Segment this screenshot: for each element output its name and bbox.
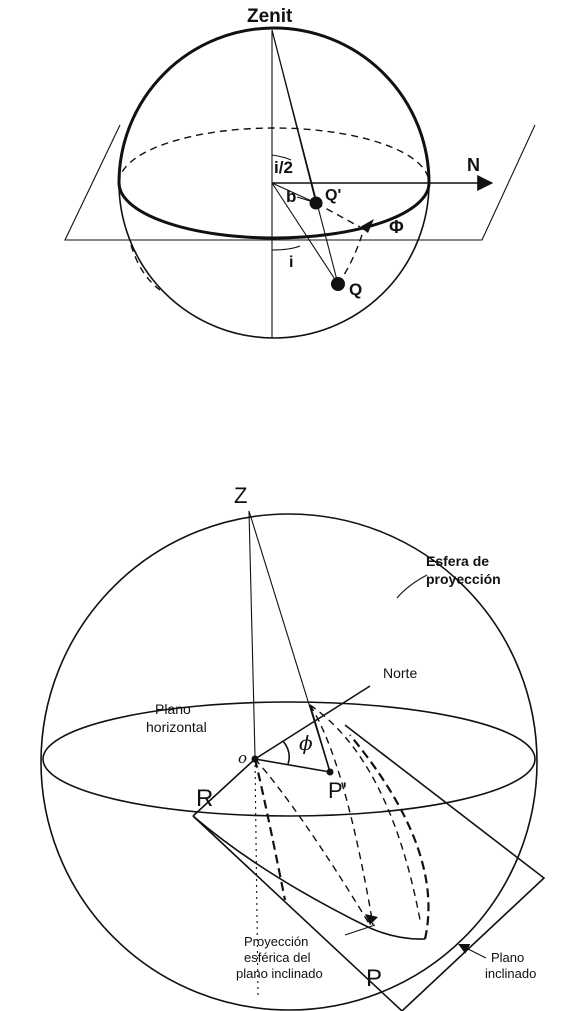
equator-front — [117, 182, 431, 240]
point-q — [331, 277, 345, 291]
projection-leader — [344, 924, 376, 936]
ray-3 — [309, 704, 374, 926]
phi-label: ϕ — [299, 731, 313, 755]
horizontal-plane — [64, 124, 536, 241]
qprime-to-phi — [315, 202, 361, 228]
north-to-pprime — [309, 704, 331, 773]
sphere-hidden-left — [130, 244, 161, 291]
i-angle-arc — [271, 245, 301, 251]
zenith-to-qprime — [271, 29, 317, 204]
p-label: P — [366, 965, 382, 992]
north-label: Norte — [383, 665, 417, 681]
inclined-label-1: Plano — [491, 950, 524, 965]
half-angle-label: i/2 — [274, 158, 293, 177]
b-label: b — [286, 187, 296, 206]
zenith-label: Zenit — [247, 6, 293, 27]
projection-back — [349, 734, 430, 940]
sphere-leader — [396, 574, 428, 599]
point-q-prime — [309, 196, 323, 210]
ray-1 — [253, 758, 287, 901]
p-prime-label: P' — [328, 778, 347, 803]
ray-arrowhead — [365, 914, 378, 925]
north-label: N — [467, 155, 480, 175]
projection-label-3: plano inclinado — [236, 966, 323, 981]
horizontal-plane-ellipse — [42, 701, 536, 817]
center-to-q — [271, 182, 339, 285]
phi-label: Φ — [389, 217, 404, 237]
projection-front — [192, 815, 371, 929]
projection-label-1: Proyección — [244, 934, 308, 949]
equator-back — [118, 127, 430, 184]
b-tick — [296, 196, 311, 202]
point-o — [251, 755, 259, 763]
top-figure: Zenit N i/2 b — [64, 6, 536, 339]
i-label: i — [289, 254, 293, 271]
ray-2 — [254, 758, 371, 926]
q-prime-label: Q' — [325, 187, 341, 204]
ray-4 — [309, 704, 421, 921]
q-label: Q — [349, 280, 362, 299]
z-label: Z — [234, 483, 247, 508]
projection-sphere — [40, 513, 538, 1011]
bottom-figure: Z Norte Esfera de proyec — [40, 483, 546, 1011]
upper-hemisphere — [117, 26, 431, 184]
sphere-label-1: Esfera de — [426, 553, 489, 569]
center-to-qprime — [271, 182, 317, 204]
o-to-pprime — [254, 758, 331, 773]
north-line — [254, 685, 371, 760]
point-p-prime — [326, 768, 334, 776]
inclined-plane — [192, 724, 546, 1011]
inclined-label-2: inclinado — [485, 966, 536, 981]
horizontal-label-2: horizontal — [146, 719, 207, 735]
inclined-leader — [458, 944, 487, 959]
lower-hemisphere — [118, 182, 430, 339]
sphere-label-2: proyección — [426, 571, 501, 587]
phi-arrowhead — [360, 219, 374, 233]
horizontal-label-1: Plano — [155, 701, 191, 717]
r-label: R — [196, 785, 213, 812]
half-angle-arc — [271, 154, 292, 161]
projection-bottom — [369, 927, 426, 940]
o-to-r — [192, 758, 256, 817]
projection-label-2: esférica del — [244, 950, 311, 965]
z-axis — [248, 510, 256, 757]
phi-angle-arc — [282, 740, 290, 765]
o-label: o — [238, 749, 247, 767]
